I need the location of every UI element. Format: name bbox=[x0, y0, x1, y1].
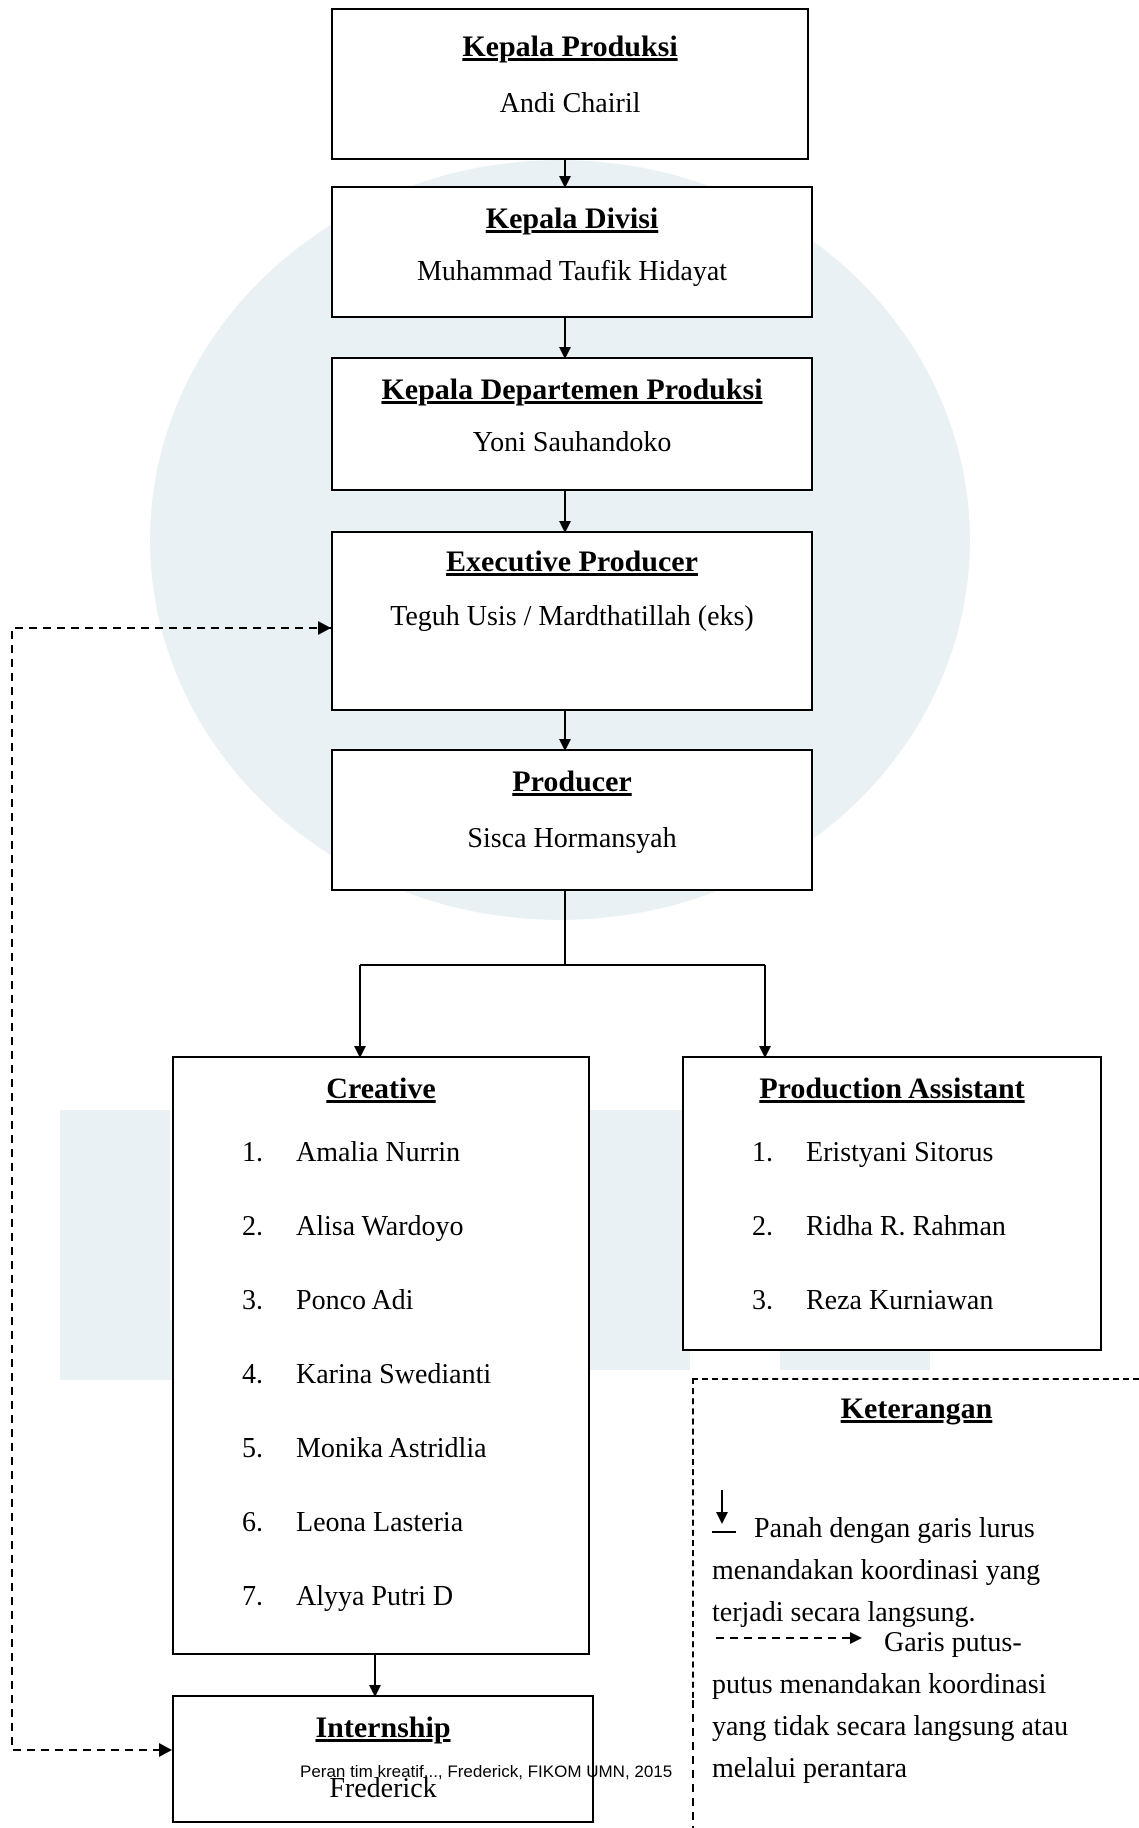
legend-solid-text: Panah dengan garis lurus menandakan koor… bbox=[712, 1513, 1041, 1628]
kepala-produksi-name: Andi Chairil bbox=[499, 88, 641, 119]
kepala-produksi-title: Kepala Produksi bbox=[462, 30, 678, 63]
box-creative: Creative 1.Amalia Nurrin 2.Alisa Wardoyo… bbox=[172, 1056, 590, 1655]
kepala-divisi-title: Kepala Divisi bbox=[485, 202, 659, 235]
box-producer: Producer Sisca Hormansyah bbox=[331, 749, 813, 891]
executive-producer-title: Executive Producer bbox=[446, 545, 698, 578]
list-item: 6.Leona Lasteria bbox=[242, 1507, 464, 1538]
legend-dashed-arrowhead bbox=[850, 1632, 862, 1644]
creative-member-list: 1.Amalia Nurrin 2.Alisa Wardoyo 3.Ponco … bbox=[242, 1116, 588, 1634]
list-item: 3.Reza Kurniawan bbox=[752, 1285, 994, 1316]
production-assistant-title: Production Assistant bbox=[759, 1072, 1025, 1105]
box-kepala-divisi: Kepala Divisi Muhammad Taufik Hidayat bbox=[331, 186, 813, 318]
legend-dashed-text: Garis putus-putus menandakan koordinasi … bbox=[712, 1627, 1069, 1784]
list-item: 1.Eristyani Sitorus bbox=[752, 1137, 994, 1168]
kepala-departemen-name: Yoni Sauhandoko bbox=[472, 427, 672, 458]
box-kepala-departemen: Kepala Departemen Produksi Yoni Sauhando… bbox=[331, 357, 813, 491]
internship-title: Internship bbox=[315, 1711, 451, 1744]
executive-producer-name: Teguh Usis / Mardthatillah (eks) bbox=[390, 601, 754, 632]
box-internship: Internship Frederick bbox=[172, 1695, 594, 1823]
creative-title: Creative bbox=[326, 1072, 436, 1105]
producer-title: Producer bbox=[512, 765, 632, 798]
kepala-departemen-title: Kepala Departemen Produksi bbox=[381, 373, 763, 406]
list-item: 3.Ponco Adi bbox=[242, 1285, 414, 1316]
box-kepala-produksi: Kepala Produksi Andi Chairil bbox=[331, 8, 809, 160]
box-executive-producer: Executive Producer Teguh Usis / Mardthat… bbox=[331, 531, 813, 711]
list-item: 5.Monika Astridlia bbox=[242, 1433, 487, 1464]
footer-caption: Peran tim kreatif..., Frederick, FIKOM U… bbox=[300, 1762, 673, 1781]
list-item: 7.Alyya Putri D bbox=[242, 1581, 454, 1612]
producer-name: Sisca Hormansyah bbox=[467, 823, 677, 854]
dashed-ep-internship-link bbox=[11, 627, 331, 1751]
list-item: 1.Amalia Nurrin bbox=[242, 1137, 461, 1168]
list-item: 2.Alisa Wardoyo bbox=[242, 1211, 464, 1242]
dashed-arrowhead-internship bbox=[159, 1743, 172, 1757]
internship-name: Frederick bbox=[329, 1773, 437, 1804]
box-production-assistant: Production Assistant 1.Eristyani Sitorus… bbox=[682, 1056, 1102, 1351]
legend-panel: Keterangan Panah dengan garis lurus mena… bbox=[692, 1378, 1139, 1784]
legend-title: Keterangan bbox=[840, 1392, 993, 1425]
list-item: 4.Karina Swedianti bbox=[242, 1359, 492, 1390]
production-assistant-member-list: 1.Eristyani Sitorus 2.Ridha R. Rahman 3.… bbox=[752, 1116, 1100, 1338]
list-item: 2.Ridha R. Rahman bbox=[752, 1211, 1006, 1242]
kepala-divisi-name: Muhammad Taufik Hidayat bbox=[416, 256, 728, 287]
dashed-arrowhead-ep bbox=[318, 621, 331, 635]
